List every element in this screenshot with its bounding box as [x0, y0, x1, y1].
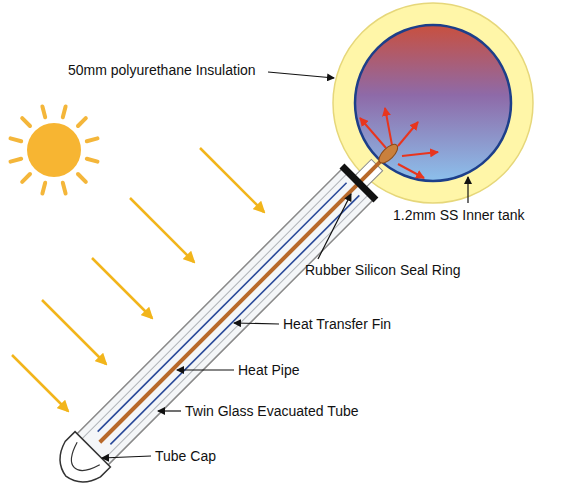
sun-ray: [11, 138, 22, 141]
sun-ray: [78, 174, 86, 182]
sun: [27, 123, 81, 177]
part-label: Tube Cap: [155, 448, 216, 464]
inner-glass: [81, 174, 347, 440]
sun-ray: [22, 174, 30, 182]
sun-ray: [87, 138, 98, 141]
leader-lines: [102, 72, 468, 458]
part-label: 1.2mm SS Inner tank: [393, 207, 525, 223]
part-label: Rubber Silicon Seal Ring: [305, 262, 461, 278]
part-label: Heat Transfer Fin: [283, 316, 391, 332]
evacuated-tube: [48, 128, 414, 492]
tube-cap: [48, 432, 110, 492]
part-label: Twin Glass Evacuated Tube: [185, 403, 359, 419]
sun-ray: [11, 159, 22, 162]
heat-pipe: [100, 158, 384, 442]
sun-ray: [63, 183, 66, 194]
insulation-layer: [333, 3, 533, 203]
sun-ray: [87, 159, 98, 162]
part-label: 50mm polyurethane Insulation: [68, 62, 256, 78]
heat-transfer-fin: [98, 183, 347, 432]
sun-ray: [63, 107, 66, 118]
tube-cap-detail: [63, 442, 100, 479]
heat-pipe-bulb: [376, 141, 401, 166]
sun-ray: [78, 118, 86, 126]
part-label: Heat Pipe: [238, 362, 299, 378]
sun-ray: [42, 107, 45, 118]
inner-tank: [355, 25, 511, 181]
sun-rays: [11, 107, 98, 194]
sunlight-arrows: [12, 148, 264, 411]
sun-ray: [42, 183, 45, 194]
sun-ray: [22, 118, 30, 126]
seal-ring: [339, 164, 378, 203]
